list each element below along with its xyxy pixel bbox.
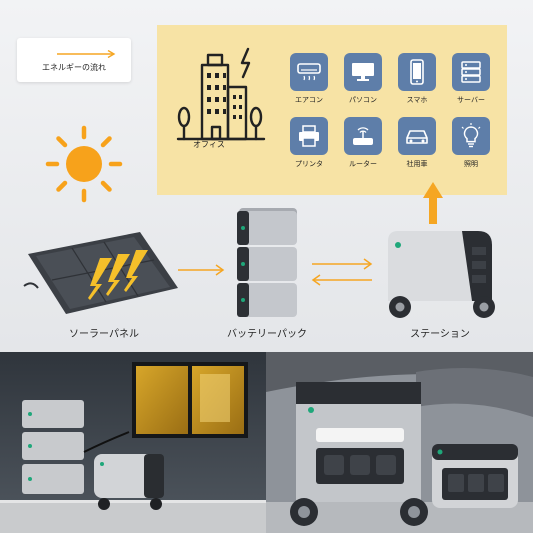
device-printer: プリンタ [290, 117, 328, 169]
battery-pack-image [237, 208, 297, 317]
device-label: サーバー [457, 96, 485, 104]
device-label: ルーター [349, 160, 377, 168]
legend: エネルギーの流れ [17, 38, 131, 82]
device-label: パソコン [349, 96, 377, 104]
station-caption: ステーション [410, 329, 470, 340]
device-server: サーバー [452, 53, 490, 105]
power-station-image [388, 231, 495, 318]
car-icon [398, 117, 436, 155]
office-label: オフィス [193, 140, 225, 149]
device-label: スマホ [406, 96, 428, 104]
server-icon [452, 53, 490, 91]
office-wall-photo [0, 352, 266, 533]
station-in-car-image [266, 352, 533, 533]
light-bulb-icon [452, 117, 490, 155]
solar-panel-caption: ソーラーパネル [69, 329, 139, 340]
battery-pack-caption: バッテリーパック [227, 329, 307, 340]
device-car: 社用車 [398, 117, 436, 169]
office-panel: オフィス エアコン パソコン スマホ サーバー [157, 25, 507, 195]
office-building-icon [176, 47, 266, 141]
device-air-conditioner: エアコン [290, 53, 328, 105]
printer-icon [290, 117, 328, 155]
energy-flow-diagram: エネルギーの流れ [0, 0, 533, 352]
bidirectional-arrow-icon [311, 258, 373, 286]
arrow-up-icon [423, 182, 443, 224]
sun-icon [45, 125, 123, 203]
device-router: ルーター [344, 117, 382, 169]
smartphone-icon [398, 53, 436, 91]
air-conditioner-icon [290, 53, 328, 91]
monitor-icon [344, 53, 382, 91]
solar-panel-image [23, 232, 178, 314]
device-label: 照明 [464, 160, 478, 168]
legend-label: エネルギーの流れ [42, 63, 106, 72]
device-label: プリンタ [295, 160, 323, 168]
car-trunk-photo [266, 352, 533, 533]
device-label: 社用車 [406, 160, 428, 168]
orange-arrow-right-icon [57, 50, 116, 58]
battery-and-station-indoor-image [0, 352, 266, 533]
device-monitor: パソコン [344, 53, 382, 105]
arrow-right-icon [178, 264, 225, 276]
router-icon [344, 117, 382, 155]
device-smartphone: スマホ [398, 53, 436, 105]
device-label: エアコン [295, 96, 323, 104]
device-light: 照明 [452, 117, 490, 169]
